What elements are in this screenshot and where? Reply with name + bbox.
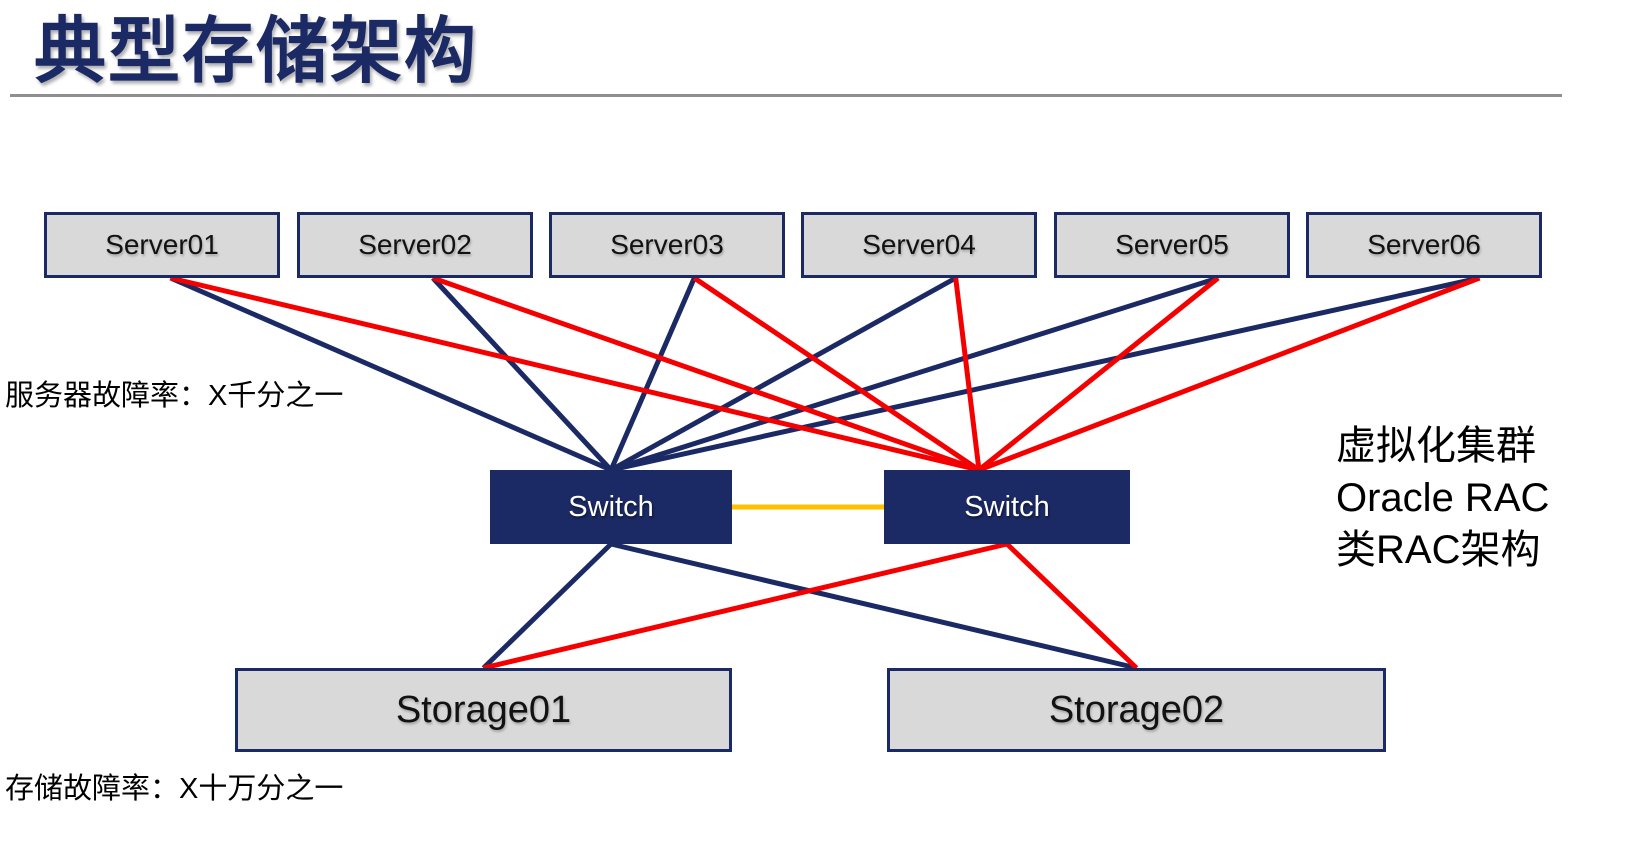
- server-label: Server04: [862, 229, 976, 260]
- link-server-6-to-switch-right: [978, 275, 1481, 473]
- link-server-3-to-switch-right: [692, 275, 981, 473]
- link-server-6-to-switch-left: [610, 275, 1481, 473]
- link-server-5-to-switch-left: [610, 275, 1219, 473]
- server-node-2: Server02: [297, 212, 533, 278]
- server-node-1: Server01: [44, 212, 280, 278]
- link-server-3-to-switch-left: [608, 277, 697, 471]
- link-switch-right-to-storage-1: [482, 541, 1008, 671]
- server-label: Server05: [1115, 229, 1229, 260]
- server-node-6: Server06: [1306, 212, 1542, 278]
- switch-node-right: Switch: [884, 470, 1130, 544]
- cluster-note-line-2: Oracle RAC: [1336, 476, 1550, 520]
- link-switch-left-to-storage-2: [610, 541, 1138, 671]
- server-label: Server06: [1367, 229, 1481, 260]
- cluster-note-line-1: 虚拟化集群: [1336, 424, 1536, 468]
- link-switch-right-to-storage-2: [1005, 542, 1139, 670]
- link-server-1-to-switch-left: [169, 275, 612, 473]
- storage-node-1: Storage01: [235, 668, 732, 752]
- cluster-note-line-3: 类RAC架构: [1336, 528, 1541, 572]
- storage-node-2: Storage02: [887, 668, 1386, 752]
- title-divider: [10, 94, 1562, 97]
- server-node-4: Server04: [801, 212, 1037, 278]
- cluster-note: 虚拟化集群 Oracle RAC 类RAC架构: [1336, 420, 1549, 576]
- link-server-2-to-switch-right: [432, 275, 980, 473]
- storage-label: Storage01: [395, 688, 572, 731]
- switch-label: Switch: [568, 490, 654, 523]
- link-server-5-to-switch-right: [977, 276, 1220, 472]
- link-switch-left-to-storage-1: [481, 542, 613, 670]
- server-node-3: Server03: [549, 212, 785, 278]
- page-title: 典型存储架构: [34, 12, 479, 92]
- link-server-1-to-switch-right: [169, 275, 980, 473]
- server-node-5: Server05: [1054, 212, 1290, 278]
- server-label: Server03: [610, 229, 724, 260]
- link-server-2-to-switch-left: [431, 276, 613, 472]
- link-server-4-to-switch-left: [609, 275, 957, 473]
- server-label: Server02: [358, 229, 472, 260]
- switch-node-left: Switch: [490, 470, 732, 544]
- storage-failure-rate-label: 存储故障率：X十万分之一: [5, 773, 344, 805]
- server-label: Server01: [105, 229, 219, 260]
- link-server-4-to-switch-right: [953, 277, 982, 471]
- switch-label: Switch: [964, 490, 1050, 523]
- storage-label: Storage02: [1048, 688, 1225, 731]
- server-failure-rate-label: 服务器故障率：X千分之一: [5, 380, 344, 412]
